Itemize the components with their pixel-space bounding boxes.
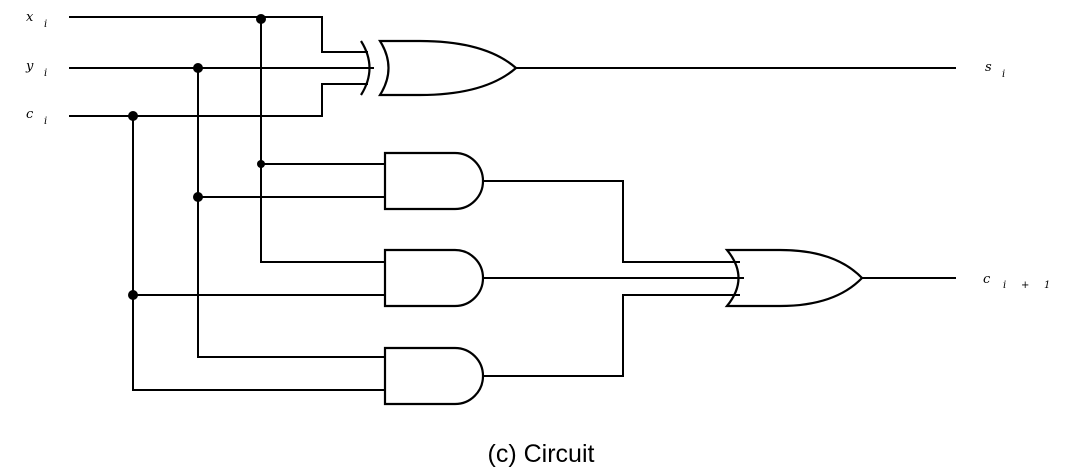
svg-text:i: i xyxy=(1003,280,1006,291)
svg-text:i: i xyxy=(44,19,47,30)
input-label-x: x i xyxy=(26,10,47,30)
svg-text:1: 1 xyxy=(1044,280,1050,291)
svg-text:x: x xyxy=(26,10,34,25)
xor-gate xyxy=(360,39,518,97)
branch-wire-y xyxy=(197,67,386,358)
branch-wire-x xyxy=(260,16,386,263)
branch-wire-c xyxy=(132,115,386,391)
figure-caption: (c) Circuit xyxy=(487,440,595,468)
svg-text:i: i xyxy=(44,68,47,79)
svg-text:+: + xyxy=(1021,280,1029,291)
svg-text:i: i xyxy=(1002,69,1005,80)
junction-dot xyxy=(257,160,265,168)
and-gate-1 xyxy=(383,151,485,211)
svg-text:s: s xyxy=(985,60,992,75)
svg-text:y: y xyxy=(25,59,34,74)
junction-dot xyxy=(128,290,138,300)
input-label-c: c i xyxy=(26,107,47,127)
svg-text:c: c xyxy=(983,272,991,287)
and-gate-2 xyxy=(383,248,485,308)
and-gate-3 xyxy=(383,346,485,406)
output-label-s: s i xyxy=(985,60,1005,80)
output-label-cout: c i + 1 xyxy=(983,272,1050,291)
svg-text:i: i xyxy=(44,116,47,127)
svg-text:c: c xyxy=(26,107,34,122)
junction-dot xyxy=(128,111,138,121)
junction-dot xyxy=(256,14,266,24)
input-wires xyxy=(69,16,374,117)
junction-dot xyxy=(193,192,203,202)
and-to-or-wires xyxy=(482,180,744,377)
junction-dot xyxy=(193,63,203,73)
or-gate xyxy=(724,248,864,308)
input-label-y: y i xyxy=(25,59,47,79)
